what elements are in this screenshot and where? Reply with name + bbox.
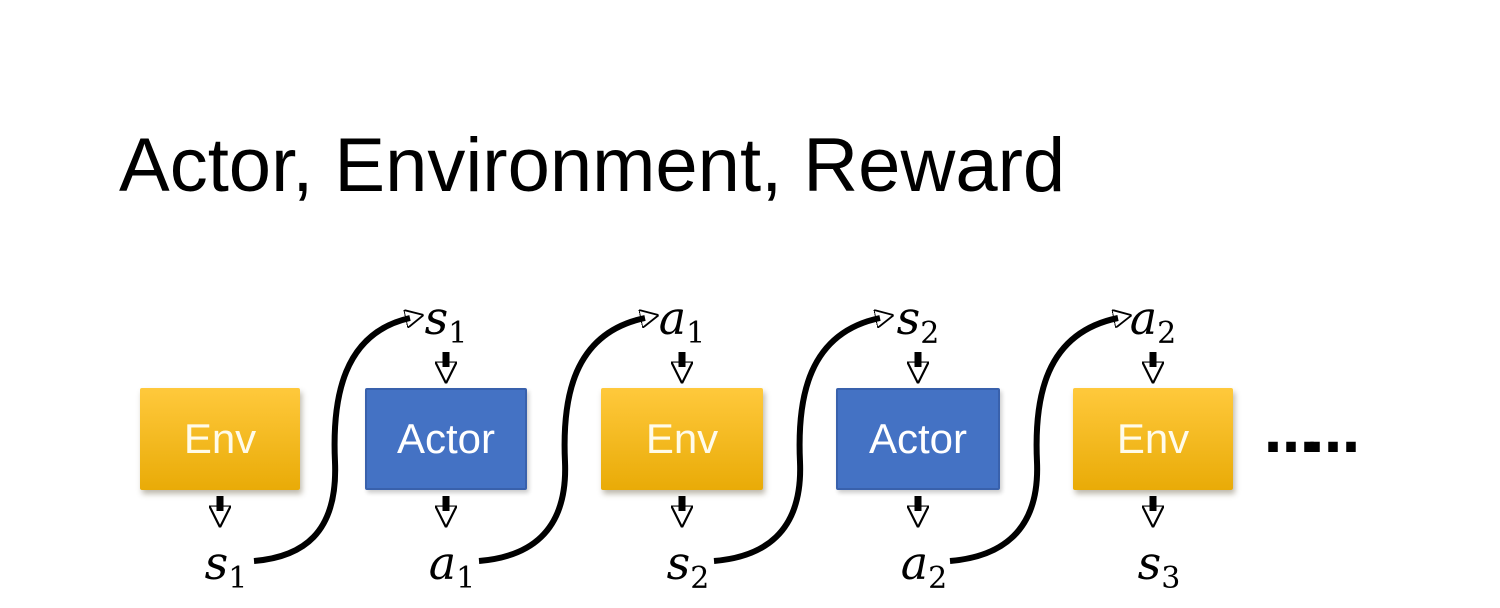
env-box-1-label: Env: [183, 415, 257, 462]
label-top-a1: a1: [627, 291, 737, 349]
actor-box-2-label: Actor: [868, 415, 968, 462]
env-box-2: Env: [601, 388, 763, 490]
label-top-s1: s1: [391, 291, 501, 349]
label-top-a2-base: a: [1129, 291, 1158, 345]
label-bottom-s3: s3: [1104, 536, 1214, 594]
label-bottom-a1-sub: 1: [456, 561, 476, 596]
label-top-a1-base: a: [658, 291, 687, 345]
label-top-s2-sub: 2: [920, 316, 940, 351]
label-top-a1-sub: 1: [686, 316, 706, 351]
trailing-ellipsis: ……: [1264, 402, 1360, 465]
label-bottom-s2-base: s: [666, 536, 691, 590]
label-top-a2: a2: [1098, 291, 1208, 349]
label-bottom-a2-base: a: [900, 536, 929, 590]
slide-title: Actor, Environment, Reward: [119, 123, 1066, 208]
actor-box-2: Actor: [836, 388, 1000, 490]
actor-box-1: Actor: [365, 388, 527, 490]
label-top-a2-sub: 2: [1157, 316, 1177, 351]
label-bottom-s2-sub: 2: [690, 561, 710, 596]
label-bottom-s1-sub: 1: [228, 561, 248, 596]
label-bottom-s3-base: s: [1137, 536, 1162, 590]
env-box-3: Env: [1073, 388, 1233, 490]
label-top-s1-sub: 1: [448, 316, 468, 351]
label-top-s2: s2: [863, 291, 973, 349]
label-bottom-s2: s2: [633, 536, 743, 594]
label-bottom-s1-base: s: [204, 536, 229, 590]
actor-box-1-label: Actor: [396, 415, 496, 462]
label-top-s2-base: s: [896, 291, 921, 345]
label-bottom-a1: a1: [397, 536, 507, 594]
label-bottom-a2: a2: [869, 536, 979, 594]
label-bottom-s1: s1: [171, 536, 281, 594]
label-bottom-a2-sub: 2: [928, 561, 948, 596]
label-bottom-s3-sub: 3: [1161, 561, 1181, 596]
label-top-s1-base: s: [424, 291, 449, 345]
env-box-3-label: Env: [1116, 415, 1190, 462]
label-bottom-a1-base: a: [428, 536, 457, 590]
env-box-2-label: Env: [645, 415, 719, 462]
env-box-1: Env: [140, 388, 300, 490]
